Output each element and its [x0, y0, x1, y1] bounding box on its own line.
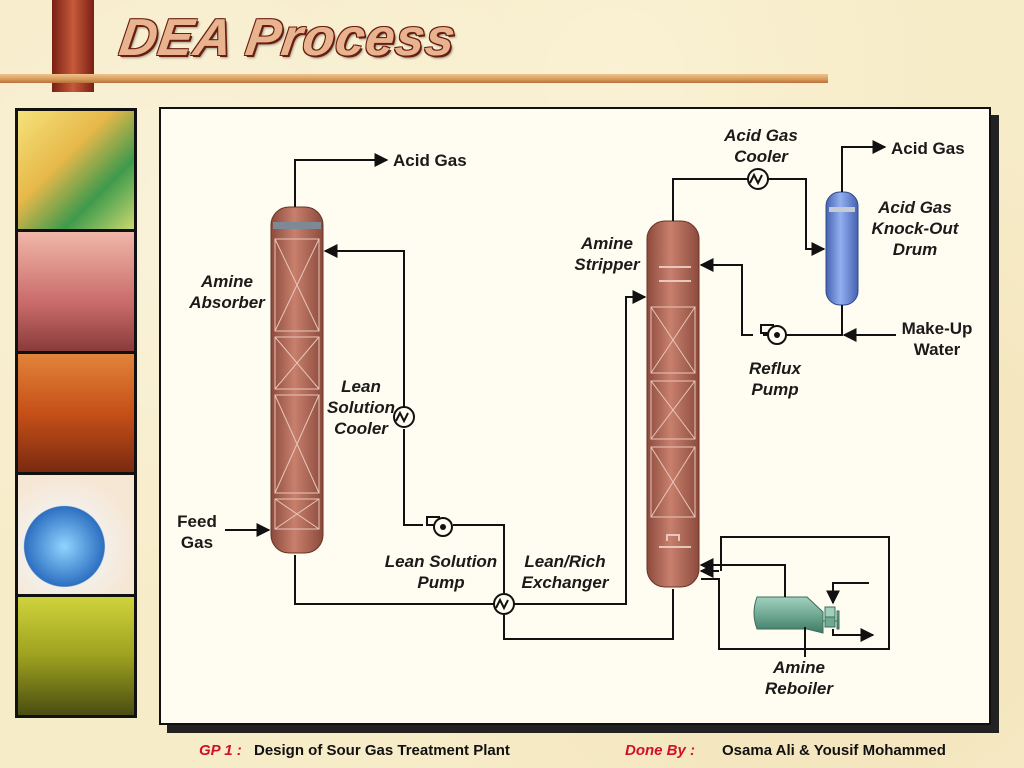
drum-label-line2: Knock-Out	[872, 219, 960, 238]
amine-stripper-column	[646, 220, 700, 588]
acid-cooler-label-line1: Acid Gas	[723, 126, 798, 145]
acid-gas-label-right: Acid Gas	[891, 139, 965, 158]
stripper-label-line1: Amine	[580, 234, 633, 253]
header-accent-horizontal	[0, 74, 828, 83]
lean-pump-label-line2: Pump	[417, 573, 464, 592]
reboiler-label-line1: Amine	[772, 658, 825, 677]
reflux-pump-label-line1: Reflux	[749, 359, 803, 378]
footer: GP 1 : Design of Sour Gas Treatment Plan…	[0, 742, 1024, 764]
refinery-tower-image	[18, 596, 134, 716]
drum-label-line3: Drum	[893, 240, 937, 259]
lean-cooler-label-line2: Solution	[327, 398, 395, 417]
done-by-label: Done By :	[625, 742, 696, 759]
acid-gas-label-left: Acid Gas	[393, 151, 467, 170]
page-title: DEA Process	[115, 9, 460, 67]
gas-plant-image	[18, 232, 134, 351]
amine-absorber-column	[270, 206, 324, 554]
feed-gas-label-line2: Gas	[181, 533, 213, 552]
feed-gas-label-line1: Feed	[177, 512, 217, 531]
lean-pump-label-line1: Lean Solution	[385, 552, 497, 571]
worker-with-flask-image	[18, 111, 134, 230]
drum-label-line1: Acid Gas	[877, 198, 952, 217]
absorber-label-line1: Amine	[200, 272, 253, 291]
makeup-water-label-line2: Water	[914, 340, 961, 359]
storage-tanks-image	[18, 353, 134, 473]
reboiler-label-line2: Reboiler	[765, 679, 834, 698]
absorber-label-line2: Absorber	[188, 293, 266, 312]
gp-label: GP 1 :	[199, 742, 242, 759]
done-by-value: Osama Ali & Yousif Mohammed	[722, 742, 946, 759]
amine-reboiler	[753, 596, 840, 634]
chemistry-flask-image	[18, 475, 134, 594]
reflux-pump-icon	[760, 324, 787, 345]
makeup-water-label-line1: Make-Up	[902, 319, 973, 338]
lean-cooler-label-line1: Lean	[341, 377, 381, 396]
exchanger-label-line1: Lean/Rich	[524, 552, 605, 571]
lean-solution-pump-icon	[426, 516, 453, 537]
exchanger-label-line2: Exchanger	[522, 573, 610, 592]
reflux-pump-label-line2: Pump	[751, 380, 798, 399]
process-diagram-panel: Acid Gas Amine Absorber Feed Gas Lean So…	[159, 107, 991, 725]
lean-cooler-label-line3: Cooler	[334, 419, 389, 438]
process-lines	[225, 140, 896, 657]
process-flow-diagram: Acid Gas Amine Absorber Feed Gas Lean So…	[177, 126, 973, 698]
lean-rich-exchanger-icon	[493, 593, 515, 615]
acid-gas-cooler-icon	[747, 168, 769, 190]
gp-value: Design of Sour Gas Treatment Plant	[254, 742, 510, 759]
photo-strip	[15, 108, 137, 718]
knock-out-drum	[825, 191, 859, 306]
lean-solution-cooler-icon	[393, 406, 415, 428]
acid-cooler-label-line2: Cooler	[734, 147, 789, 166]
stripper-label-line2: Stripper	[574, 255, 641, 274]
